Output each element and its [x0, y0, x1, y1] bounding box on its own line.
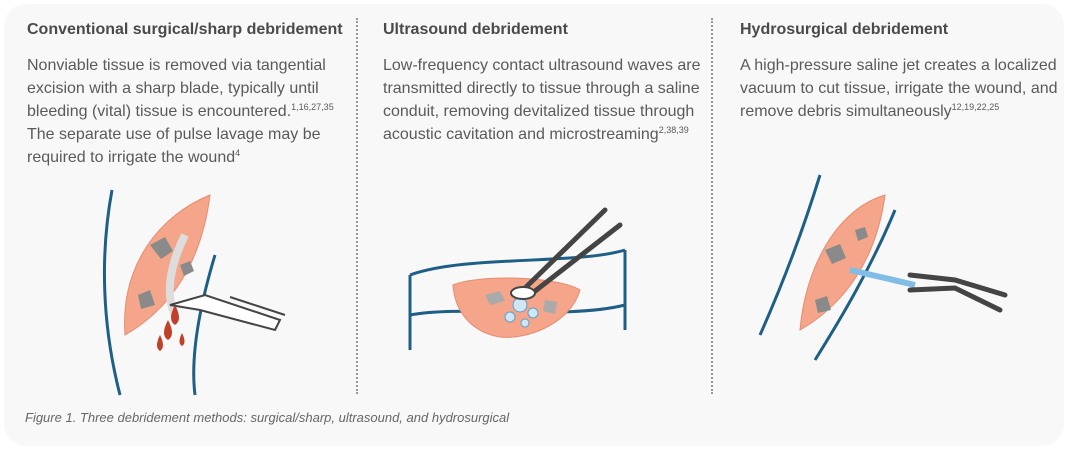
column-title: Hydrosurgical debridement [740, 21, 949, 38]
hydrosurgical-illustration [758, 174, 1008, 361]
column-body: Nonviable tissue is removed via tangenti… [27, 57, 334, 166]
surgical-illustration [102, 189, 286, 396]
column-hydrosurgical: Hydrosurgical debridement A high-pressur… [740, 20, 1060, 123]
column-divider [356, 18, 358, 394]
column-surgical: Conventional surgical/sharp debridement … [27, 20, 347, 169]
column-body: A high-pressure saline jet creates a loc… [740, 57, 1058, 120]
column-ultrasound: Ultrasound debridement Low-frequency con… [383, 20, 703, 146]
column-body: Low-frequency contact ultrasound waves a… [383, 57, 701, 143]
figure-caption: Figure 1. Three debridement methods: sur… [25, 410, 510, 425]
column-title: Ultrasound debridement [383, 21, 568, 38]
column-title: Conventional surgical/sharp debridement [27, 21, 343, 38]
ultrasound-illustration [408, 207, 627, 350]
column-divider [711, 18, 713, 394]
